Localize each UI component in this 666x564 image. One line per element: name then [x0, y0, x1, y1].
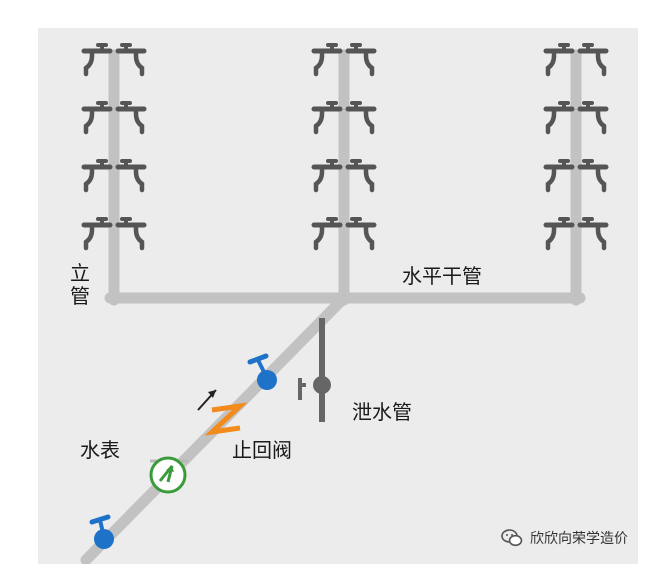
riser-label: 立管	[70, 261, 90, 308]
wechat-icon	[501, 529, 523, 547]
watermark-text: 欣欣向荣学造价	[530, 531, 628, 547]
horizontal-main-label: 水平干管	[402, 264, 482, 288]
drain-valve-icon	[313, 376, 331, 394]
watermark: 欣欣向荣学造价	[500, 526, 628, 550]
gate-valve-upper-icon	[247, 353, 277, 390]
drain-pipe-label: 泄水管	[352, 400, 412, 424]
water-meter-label: 水表	[80, 438, 120, 462]
gate-valve-lower-icon	[89, 514, 114, 549]
water-meter-icon	[149, 456, 188, 494]
check-valve-label: 止回阀	[232, 438, 292, 462]
check-valve-icon	[197, 389, 248, 436]
